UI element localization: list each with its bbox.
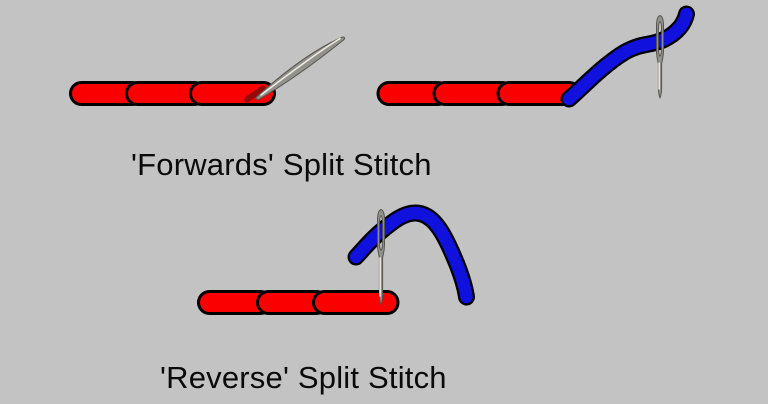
forwards-label: 'Forwards' Split Stitch bbox=[131, 147, 432, 182]
stitch-segment bbox=[189, 81, 276, 106]
forwards-thread bbox=[560, 5, 695, 108]
forwards-left-figure bbox=[69, 36, 346, 106]
forwards-right-figure bbox=[376, 5, 695, 108]
diagonal-needle bbox=[255, 36, 346, 101]
forwards-threaded-stitch-row bbox=[376, 81, 582, 106]
reverse-label: 'Reverse' Split Stitch bbox=[160, 360, 447, 395]
reverse-vertical-needle bbox=[377, 208, 385, 306]
reverse-thread bbox=[347, 204, 475, 306]
needle-entry-shadow bbox=[244, 85, 266, 103]
stitch-segment bbox=[312, 290, 400, 315]
reverse-stitch-row bbox=[197, 290, 400, 315]
forwards-stitch-row bbox=[69, 81, 276, 106]
forwards-vertical-needle bbox=[656, 14, 664, 100]
reverse-figure bbox=[197, 204, 475, 315]
